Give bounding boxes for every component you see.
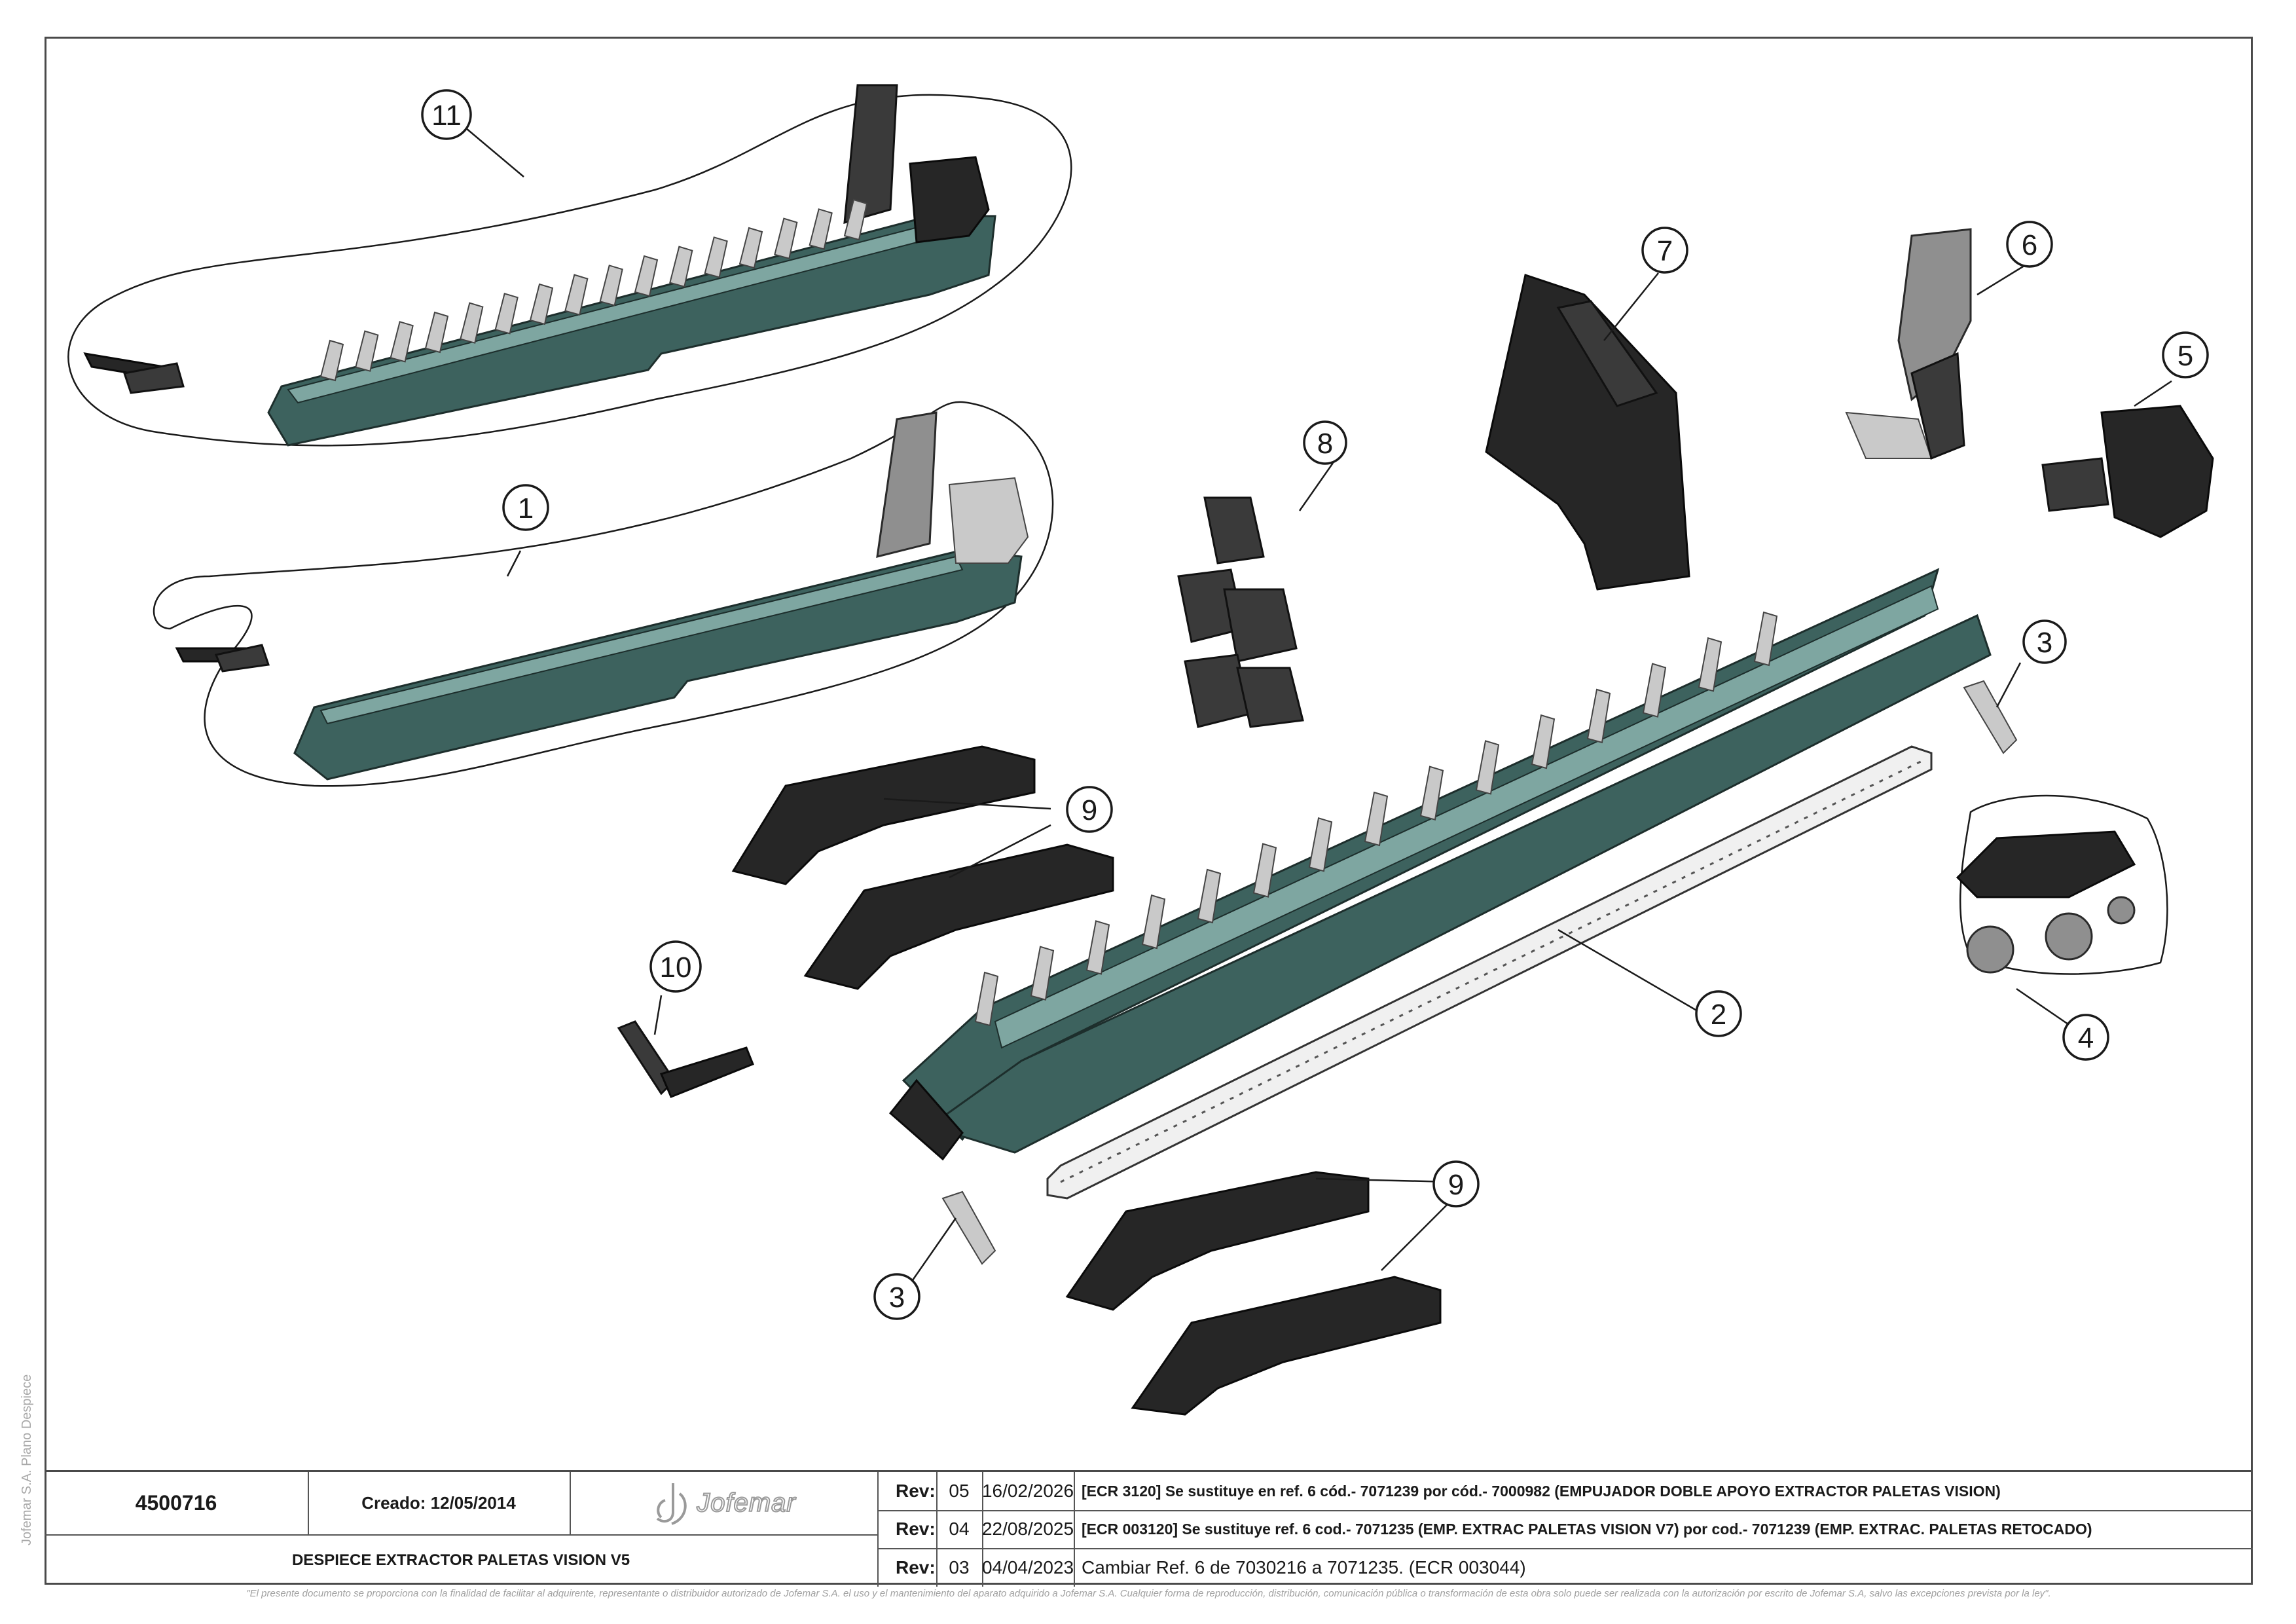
rev-number-03: 03 bbox=[949, 1557, 970, 1578]
svg-text:11: 11 bbox=[431, 100, 462, 132]
paddle-row-11 bbox=[319, 198, 868, 382]
assembly-11 bbox=[83, 84, 996, 447]
group-outline-4 bbox=[1959, 794, 2168, 975]
rev-label-05: Rev: bbox=[896, 1481, 936, 1501]
jofemar-logo-icon bbox=[657, 1483, 687, 1525]
callout-3-right: 3 bbox=[2022, 619, 2067, 664]
paddle bbox=[529, 283, 554, 325]
created-date: Creado: 12/05/2014 bbox=[361, 1493, 516, 1513]
rev-date-05: 16/02/2026 bbox=[981, 1481, 1074, 1501]
side-covers-9-bottom bbox=[1065, 1171, 1442, 1416]
paddle bbox=[1419, 766, 1444, 821]
svg-text:2: 2 bbox=[1711, 999, 1726, 1031]
paddle bbox=[974, 971, 999, 1027]
paddle bbox=[1252, 843, 1277, 898]
paddle bbox=[1364, 791, 1389, 847]
rev-description-04: [ECR 003120] Se sustituye ref. 6 cod.- 7… bbox=[1082, 1520, 2092, 1538]
pin-3-left bbox=[941, 1190, 996, 1265]
paddle bbox=[1586, 688, 1611, 744]
paddle bbox=[1141, 894, 1166, 950]
paddle bbox=[390, 321, 414, 363]
paddle bbox=[1698, 637, 1722, 692]
motor-5 bbox=[2100, 405, 2214, 538]
gear-set-4 bbox=[1956, 830, 2136, 974]
logo-text: Jofemar bbox=[696, 1488, 796, 1518]
callout-8: 8 bbox=[1303, 420, 1347, 465]
group-outline-11 bbox=[67, 94, 1072, 447]
svg-text:9: 9 bbox=[1448, 1169, 1464, 1201]
paddle bbox=[1753, 611, 1778, 667]
svg-text:1: 1 bbox=[518, 492, 534, 525]
svg-text:8: 8 bbox=[1317, 428, 1333, 460]
paddle-row-2 bbox=[974, 611, 1778, 1027]
frame-assembly-2 bbox=[888, 568, 1992, 1161]
bracket-10 bbox=[617, 1020, 754, 1098]
paddle bbox=[1085, 920, 1110, 975]
rev-description-03: Cambiar Ref. 6 de 7030216 a 7071235. (EC… bbox=[1082, 1557, 1526, 1578]
paddle bbox=[669, 246, 693, 287]
paddle bbox=[634, 255, 659, 297]
svg-text:3: 3 bbox=[2037, 627, 2052, 659]
paddle bbox=[738, 227, 763, 269]
paddle bbox=[319, 339, 344, 382]
callout-1: 1 bbox=[502, 484, 549, 531]
rev-number-04: 04 bbox=[949, 1519, 970, 1539]
rev-label-04: Rev: bbox=[896, 1519, 936, 1539]
paddle bbox=[704, 236, 728, 278]
callout-2: 2 bbox=[1695, 990, 1742, 1037]
rev-label-03: Rev: bbox=[896, 1557, 936, 1578]
paddle bbox=[564, 274, 589, 316]
paddle bbox=[809, 208, 833, 250]
legal-disclaimer: "El presente documento se proporciona co… bbox=[246, 1588, 2051, 1599]
document-title: DESPIECE EXTRACTOR PALETAS VISION V5 bbox=[291, 1551, 630, 1569]
belt-2 bbox=[1046, 745, 1933, 1200]
callout-9-bottom: 9 bbox=[1432, 1160, 1480, 1208]
paddle bbox=[1531, 714, 1556, 769]
paddle bbox=[355, 330, 379, 372]
callout-9-top: 9 bbox=[1066, 786, 1113, 833]
rev-description-05: [ECR 3120] Se sustituye en ref. 6 cód.- … bbox=[1082, 1482, 2001, 1500]
paddle bbox=[424, 311, 449, 354]
rev-date-03: 04/04/2023 bbox=[981, 1557, 1074, 1578]
paddle bbox=[1030, 946, 1055, 1001]
chain-links-8 bbox=[1177, 496, 1304, 728]
paddle bbox=[1475, 740, 1500, 795]
pin-3-right bbox=[1963, 680, 2018, 754]
paddle bbox=[494, 293, 519, 335]
rev-date-04: 22/08/2025 bbox=[981, 1519, 1074, 1539]
sheet-frame bbox=[45, 37, 2253, 1585]
company-logo: Jofemar bbox=[570, 1472, 877, 1534]
callout-11: 11 bbox=[421, 89, 472, 140]
paddle bbox=[1308, 817, 1333, 872]
paddle bbox=[1642, 663, 1667, 718]
paddle bbox=[599, 265, 623, 306]
document-number: 4500716 bbox=[135, 1491, 217, 1515]
paddle bbox=[460, 302, 484, 344]
side-vertical-text: Jofemar S.A. Plano Despiece bbox=[20, 1374, 34, 1545]
assembly-1 bbox=[175, 411, 1029, 781]
svg-text:6: 6 bbox=[2022, 229, 2037, 261]
callout-3-left: 3 bbox=[873, 1273, 920, 1320]
svg-text:10: 10 bbox=[660, 951, 692, 984]
callout-5: 5 bbox=[2162, 331, 2209, 378]
callout-7: 7 bbox=[1641, 227, 1688, 274]
callout-4: 4 bbox=[2062, 1014, 2109, 1061]
title-block: 4500716 Creado: 12/05/2014 Jofemar DESPI… bbox=[45, 1470, 2253, 1587]
paddle bbox=[1197, 868, 1222, 924]
svg-text:9: 9 bbox=[1082, 794, 1097, 826]
group-outline-1 bbox=[153, 401, 1054, 787]
callout-10: 10 bbox=[649, 940, 702, 993]
paddle bbox=[843, 198, 868, 241]
callout-6: 6 bbox=[2006, 221, 2053, 268]
side-covers-9-top bbox=[731, 745, 1114, 990]
svg-text:7: 7 bbox=[1657, 235, 1673, 267]
svg-text:5: 5 bbox=[2178, 340, 2193, 372]
rev-number-05: 05 bbox=[949, 1481, 970, 1501]
svg-text:3: 3 bbox=[889, 1282, 905, 1314]
svg-text:4: 4 bbox=[2078, 1022, 2094, 1054]
paddle bbox=[774, 217, 798, 259]
